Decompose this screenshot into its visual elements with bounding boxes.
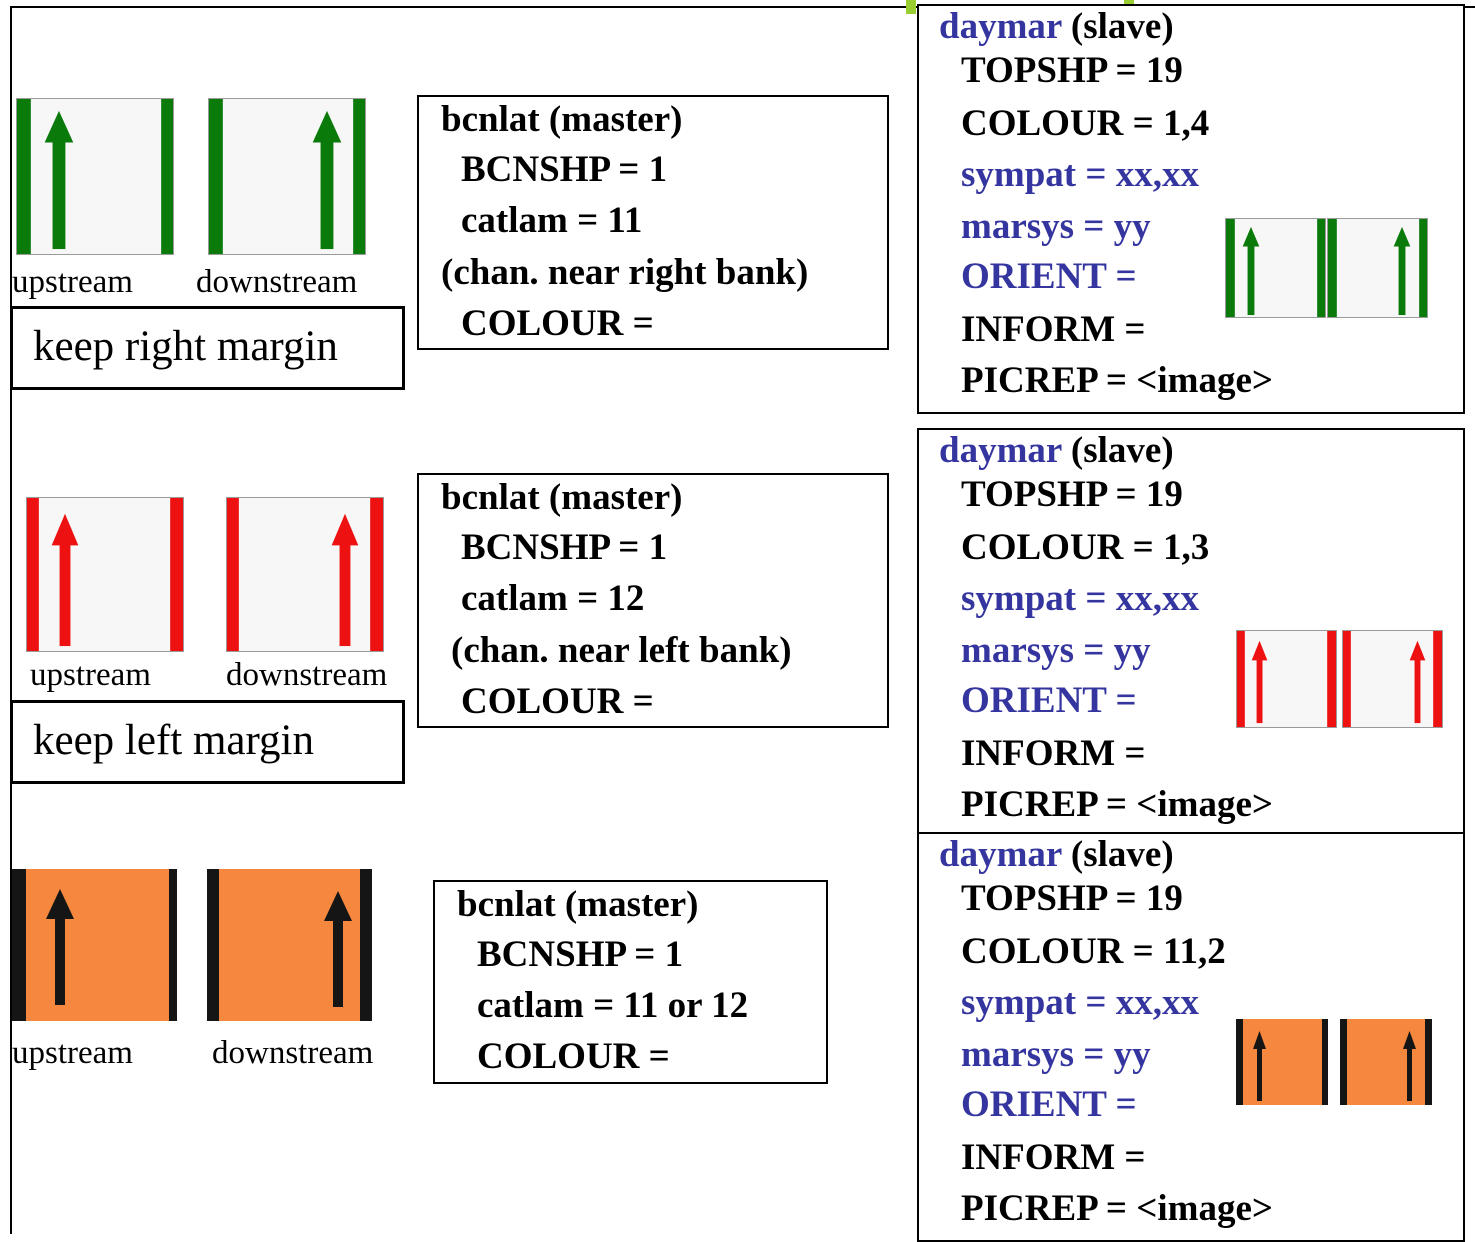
downstream-sign-graphic [227, 498, 383, 651]
picrep-downstream-sign-red [1342, 630, 1443, 728]
frame-left-border [10, 6, 12, 1234]
slave-title-role: (slave) [1070, 6, 1174, 47]
keep-right-margin-box: keep right margin [10, 306, 405, 390]
upstream-sign-graphic [12, 869, 177, 1021]
bcnlat-master-box-2: bcnlat (master) BCNSHP = 1 catlam = 12 (… [417, 473, 889, 728]
bcnlat-master-box-1: bcnlat (master) BCNSHP = 1 catlam = 11 (… [417, 95, 889, 350]
green-corner-mark-left [906, 0, 916, 14]
slave-title-name: daymar [939, 834, 1062, 875]
slave-inform: INFORM = [961, 733, 1146, 774]
downstream-label: downstream [196, 264, 358, 300]
upstream-sign-graphic [27, 498, 183, 651]
slave-topshp: TOPSHP = 19 [961, 878, 1183, 919]
master-bcnshp: BCNSHP = 1 [461, 527, 668, 568]
bcnlat-master-box-3: bcnlat (master) BCNSHP = 1 catlam = 11 o… [433, 880, 828, 1084]
slave-title-role: (slave) [1070, 834, 1174, 875]
master-colour: COLOUR = [461, 303, 654, 344]
slave-orient: ORIENT = [961, 1084, 1137, 1125]
slave-title-role: (slave) [1070, 430, 1174, 471]
slave-picrep: PICREP = <image> [961, 1188, 1273, 1229]
downstream-sign-green [208, 98, 366, 255]
slave-inform: INFORM = [961, 309, 1146, 350]
upstream-sign-green [16, 98, 174, 255]
picrep-upstream-sign-orange [1236, 1019, 1328, 1105]
picrep-sign-graphic [1236, 1019, 1328, 1105]
daymar-slave-box-1: daymar (slave) TOPSHP = 19 COLOUR = 1,4 … [917, 4, 1465, 414]
master-catlam: catlam = 12 [461, 578, 645, 619]
picrep-sign-graphic [1343, 631, 1442, 727]
picrep-sign-graphic [1340, 1019, 1432, 1105]
downstream-sign-graphic [207, 869, 372, 1021]
master-catlam: catlam = 11 or 12 [477, 985, 749, 1026]
master-title: bcnlat (master) [441, 99, 683, 140]
downstream-sign-red [226, 497, 384, 652]
slave-marsys: marsys = yy [961, 206, 1151, 247]
slave-colour: COLOUR = 1,3 [961, 527, 1210, 568]
picrep-sign-graphic [1237, 631, 1336, 727]
master-title: bcnlat (master) [457, 884, 699, 925]
picrep-upstream-sign-red [1236, 630, 1337, 728]
picrep-downstream-sign-green [1327, 218, 1428, 318]
slave-topshp: TOPSHP = 19 [961, 474, 1183, 515]
master-catlam: catlam = 11 [461, 200, 643, 241]
master-colour: COLOUR = [461, 681, 654, 722]
master-bcnshp: BCNSHP = 1 [461, 149, 668, 190]
slave-colour: COLOUR = 11,2 [961, 931, 1226, 972]
downstream-label: downstream [226, 657, 388, 693]
slave-colour: COLOUR = 1,4 [961, 103, 1210, 144]
picrep-downstream-sign-orange [1340, 1019, 1432, 1105]
master-note: (chan. near right bank) [441, 252, 809, 293]
slave-title-name: daymar [939, 6, 1062, 47]
keep-right-margin-label: keep right margin [33, 323, 338, 370]
upstream-sign-orange [12, 869, 177, 1021]
picrep-sign-graphic [1226, 219, 1325, 317]
picrep-sign-graphic [1328, 219, 1427, 317]
picrep-upstream-sign-green [1225, 218, 1326, 318]
upstream-sign-red [26, 497, 184, 652]
slave-title: daymar (slave) [939, 432, 1174, 469]
keep-left-margin-label: keep left margin [33, 717, 314, 764]
master-note: (chan. near left bank) [451, 630, 792, 671]
downstream-sign-orange [207, 869, 372, 1021]
slave-title: daymar (slave) [939, 8, 1174, 45]
slave-topshp: TOPSHP = 19 [961, 50, 1183, 91]
daymar-slave-box-2: daymar (slave) TOPSHP = 19 COLOUR = 1,3 … [917, 428, 1465, 834]
slave-orient: ORIENT = [961, 680, 1137, 721]
upstream-label: upstream [30, 657, 151, 693]
master-bcnshp: BCNSHP = 1 [477, 934, 684, 975]
keep-left-margin-box: keep left margin [10, 700, 405, 784]
upstream-label: upstream [12, 1035, 133, 1071]
master-title: bcnlat (master) [441, 477, 683, 518]
upstream-sign-graphic [17, 99, 173, 254]
slave-sympat: sympat = xx,xx [961, 578, 1199, 619]
slave-marsys: marsys = yy [961, 630, 1151, 671]
slave-sympat: sympat = xx,xx [961, 154, 1199, 195]
slave-picrep: PICREP = <image> [961, 360, 1273, 401]
frame-top-border [10, 6, 1475, 8]
slave-sympat: sympat = xx,xx [961, 982, 1199, 1023]
slave-picrep: PICREP = <image> [961, 784, 1273, 825]
slave-marsys: marsys = yy [961, 1034, 1151, 1075]
master-colour: COLOUR = [477, 1036, 670, 1077]
slave-inform: INFORM = [961, 1137, 1146, 1178]
slave-title: daymar (slave) [939, 836, 1174, 873]
downstream-label: downstream [212, 1035, 374, 1071]
downstream-sign-graphic [209, 99, 365, 254]
slave-title-name: daymar [939, 430, 1062, 471]
upstream-label: upstream [12, 264, 133, 300]
slave-orient: ORIENT = [961, 256, 1137, 297]
